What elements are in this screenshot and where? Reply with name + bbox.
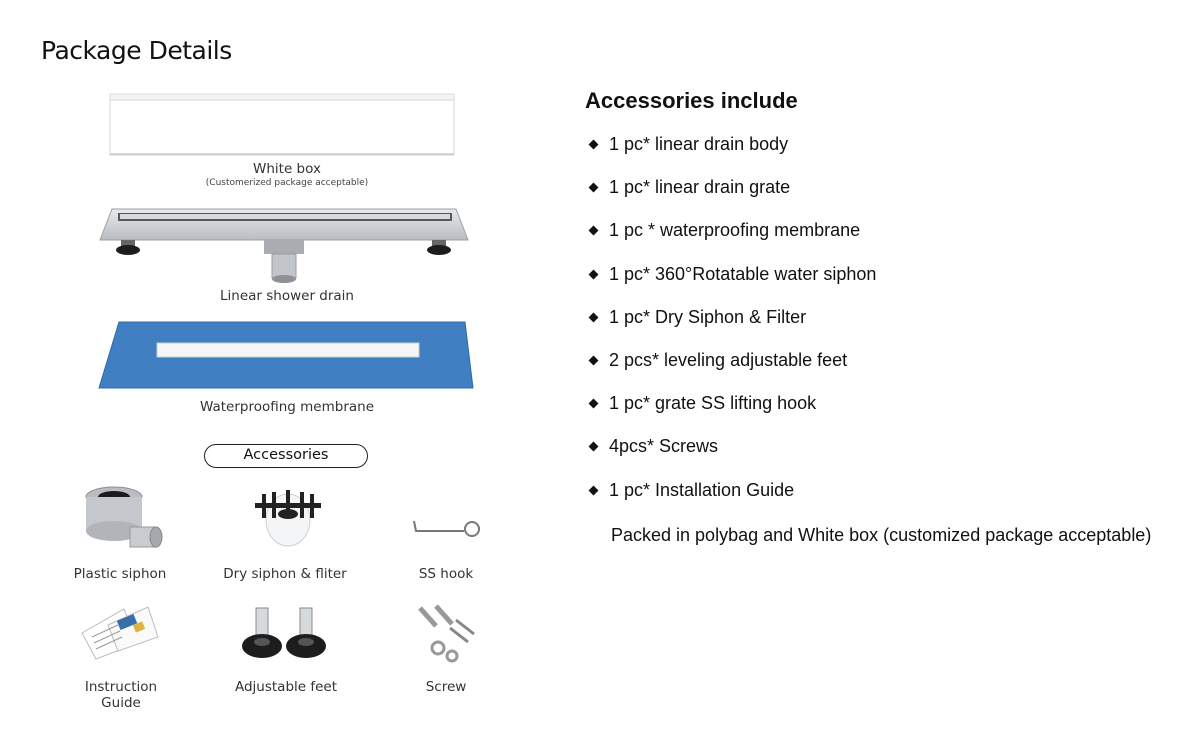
diamond-bullet-icon bbox=[588, 225, 599, 236]
white-box-image bbox=[109, 93, 455, 156]
diamond-bullet-icon bbox=[588, 485, 599, 495]
packed-note: Packed in polybag and White box (customi… bbox=[611, 525, 1152, 545]
list-item: 1 pc* Dry Siphon & Filter bbox=[588, 307, 876, 350]
accessories-include-title: Accessories include bbox=[585, 88, 798, 113]
adjustable-feet-image bbox=[242, 607, 326, 658]
screws-image bbox=[418, 604, 475, 663]
white-box-sublabel: (Customerized package acceptable) bbox=[205, 178, 369, 188]
list-item: 1 pc* linear drain body bbox=[588, 134, 876, 177]
page-title: Package Details bbox=[41, 36, 232, 65]
list-item: 1 pc* linear drain grate bbox=[588, 177, 876, 220]
list-item: 2 pcs* leveling adjustable feet bbox=[588, 350, 876, 393]
dry-siphon-image bbox=[255, 490, 321, 547]
diamond-bullet-icon bbox=[588, 355, 599, 366]
diamond-bullet-icon bbox=[588, 398, 599, 409]
list-item: 1 pc * waterproofing membrane bbox=[588, 220, 876, 263]
white-box-label: White box bbox=[253, 161, 321, 177]
membrane-image bbox=[98, 321, 474, 389]
diamond-bullet-icon bbox=[588, 269, 599, 280]
ss-hook-image bbox=[413, 520, 480, 537]
diamond-bullet-icon bbox=[588, 139, 599, 150]
accessories-pill: Accessories bbox=[204, 444, 368, 468]
grid-label-instruction-guide: Instruction Guide bbox=[84, 679, 158, 711]
grid-label-screw: Screw bbox=[425, 679, 467, 695]
diamond-bullet-icon bbox=[588, 182, 599, 193]
accessories-list: 1 pc* linear drain body 1 pc* linear dra… bbox=[588, 134, 876, 523]
grid-label-dry-siphon: Dry siphon & fliter bbox=[223, 566, 347, 582]
instruction-guide-image bbox=[81, 606, 159, 660]
grid-label-plastic-siphon: Plastic siphon bbox=[73, 566, 167, 582]
list-item: 1 pc* 360°Rotatable water siphon bbox=[588, 264, 876, 307]
grid-label-adjustable-feet: Adjustable feet bbox=[234, 679, 338, 695]
list-item: 4pcs* Screws bbox=[588, 436, 876, 479]
plastic-siphon-image bbox=[85, 486, 163, 548]
linear-drain-label: Linear shower drain bbox=[220, 288, 354, 304]
membrane-label: Waterproofing membrane bbox=[199, 399, 375, 415]
list-item: 1 pc* grate SS lifting hook bbox=[588, 393, 876, 436]
diamond-bullet-icon bbox=[588, 441, 599, 452]
diamond-bullet-icon bbox=[588, 312, 599, 323]
list-item: 1 pc* Installation Guide bbox=[588, 480, 876, 523]
linear-drain-image bbox=[99, 208, 469, 283]
grid-label-ss-hook: SS hook bbox=[418, 566, 474, 582]
